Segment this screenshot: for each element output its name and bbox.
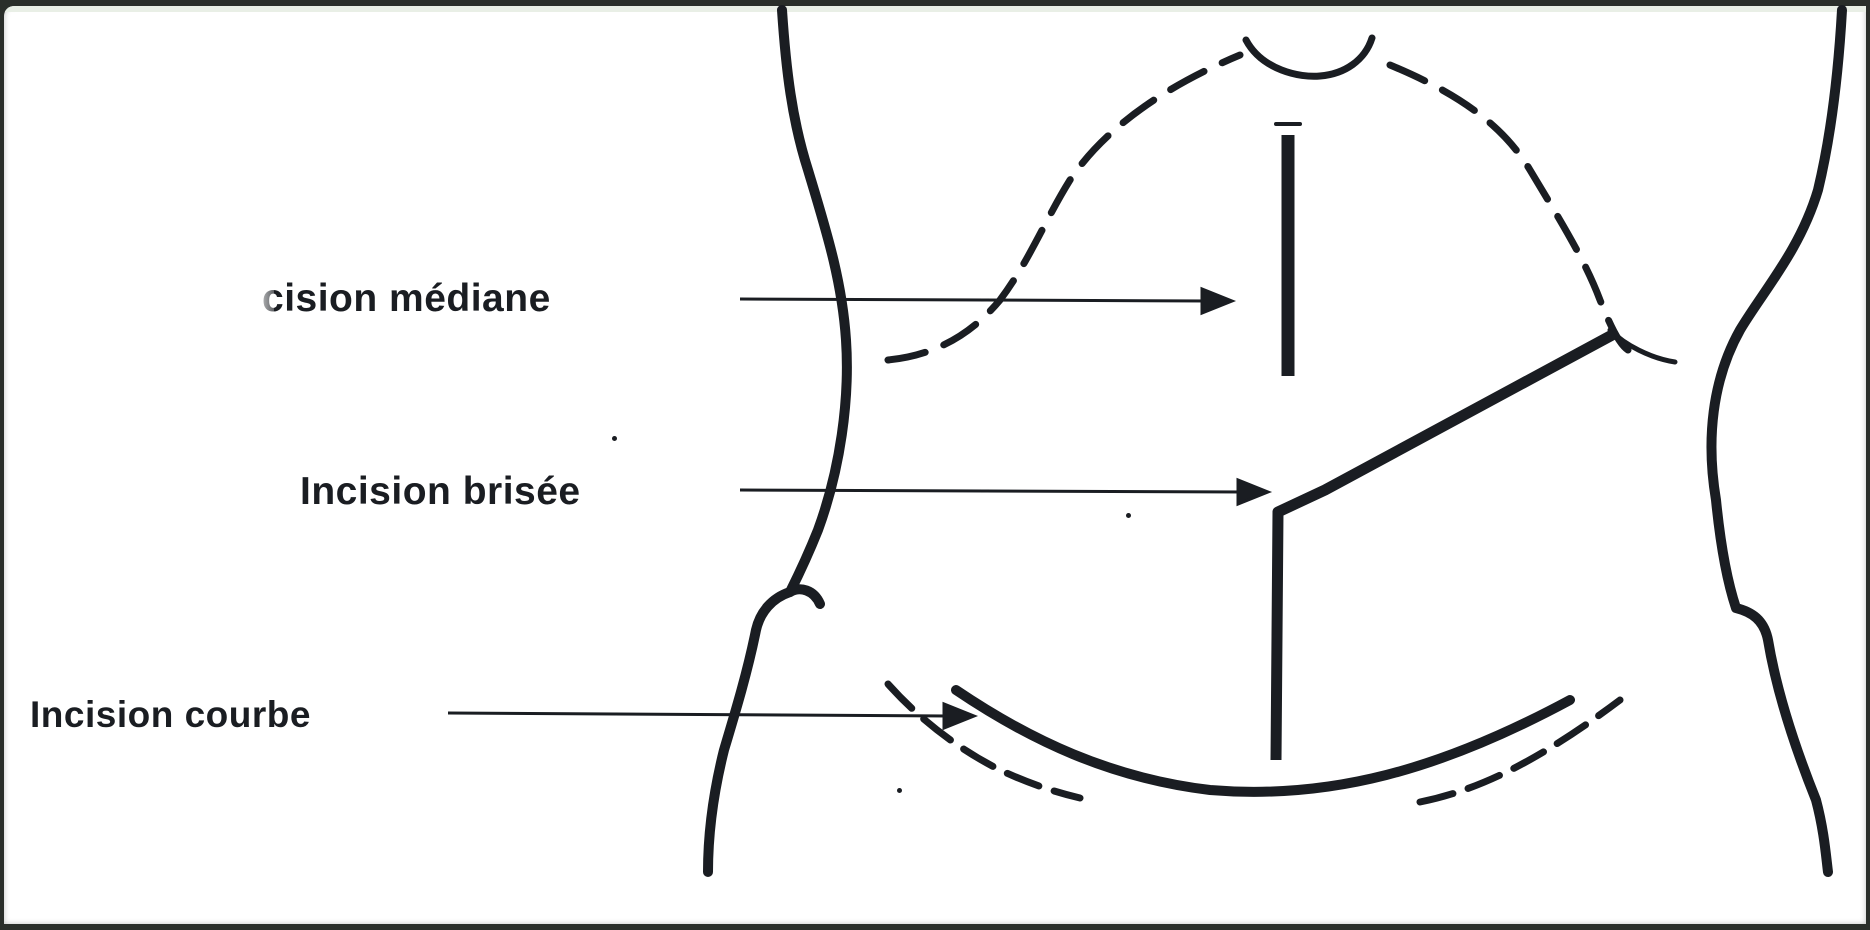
torso-right-contour <box>1711 10 1842 872</box>
arrow-courbe-line <box>448 713 948 716</box>
rib-cage-dashed-outline <box>888 55 1240 360</box>
label-incision-mediane: cision médiane <box>262 279 551 318</box>
label-faded-prefix <box>222 270 274 330</box>
torso-left-contour <box>782 10 847 592</box>
incision-brisee <box>1276 334 1614 760</box>
torso-left-hip <box>708 589 820 872</box>
rib-cage-dashed-outline-right <box>1390 65 1628 350</box>
arrow-mediane-head <box>1202 289 1232 313</box>
incision-courbe <box>956 690 1570 792</box>
arrow-brisee-head <box>1238 480 1268 504</box>
sternal-notch <box>1246 38 1372 76</box>
ink-speck <box>1126 513 1131 518</box>
arrow-mediane-line <box>740 299 1210 301</box>
label-incision-brisee: Incision brisée <box>300 472 581 511</box>
arrow-brisee-line <box>740 490 1246 492</box>
ink-speck <box>897 788 902 793</box>
ink-speck <box>612 436 617 441</box>
label-incision-courbe: Incision courbe <box>30 696 311 733</box>
arrow-courbe-head <box>944 704 974 728</box>
